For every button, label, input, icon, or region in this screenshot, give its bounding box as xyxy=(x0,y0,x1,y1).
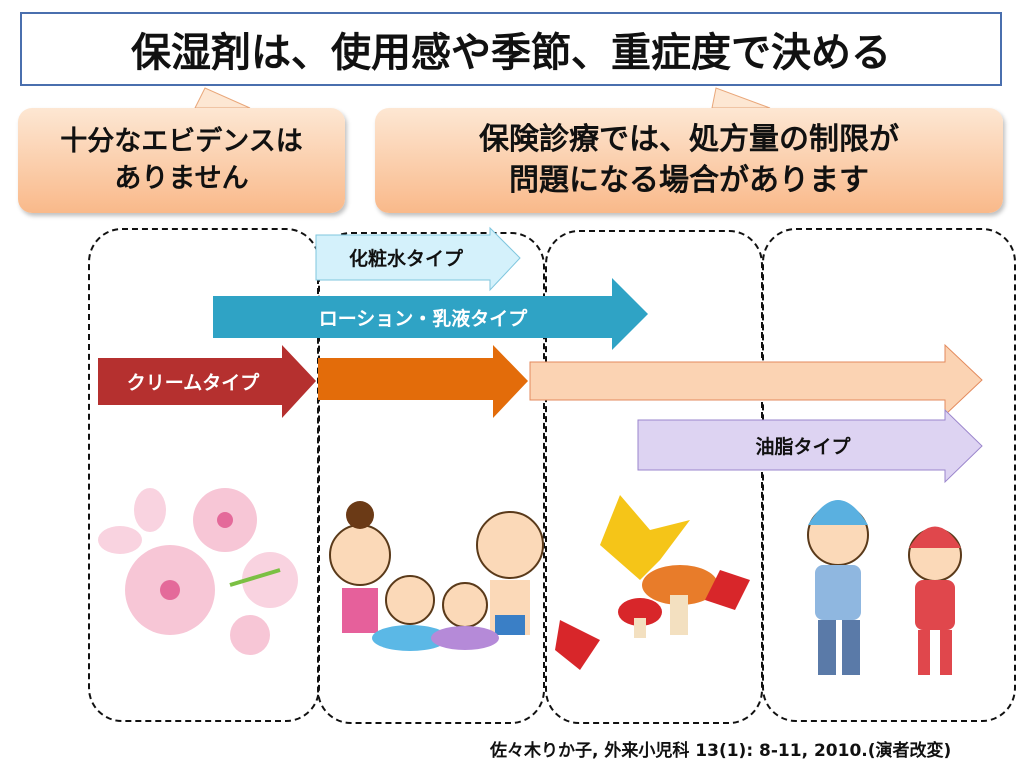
summer-family-illustration xyxy=(329,501,544,651)
autumn-leaves-illustration xyxy=(555,495,750,670)
winter-children-illustration xyxy=(807,500,962,675)
toner-arrow xyxy=(315,226,521,292)
callout-evidence: 十分なエビデンスはありません xyxy=(18,108,345,213)
season-box-winter xyxy=(762,228,1016,722)
orange-arrow xyxy=(318,345,528,418)
season-box-summer xyxy=(317,232,545,724)
peach-arrow xyxy=(529,343,983,417)
oil-arrow-label: 油脂タイプ xyxy=(755,435,851,458)
callout-text: 十分なエビデンスは xyxy=(60,126,303,158)
lotion-arrow-label: ローション・乳液タイプ xyxy=(318,307,528,330)
callout-text: ありません xyxy=(114,162,249,194)
cream-arrow-label: クリームタイプ xyxy=(126,372,260,394)
lotion-arrow xyxy=(213,278,648,350)
oil-arrow xyxy=(637,408,983,484)
slide-title: 保湿剤は、使用感や季節、重症度で決める xyxy=(20,12,1002,86)
cream-arrow xyxy=(98,345,316,418)
callout-text: 問題になる場合があります xyxy=(509,162,869,198)
callout-text: 保険診療では、処方量の制限が xyxy=(479,122,899,157)
toner-arrow-label: 化粧水タイプ xyxy=(348,248,463,270)
citation: 佐々木りか子, 外来小児科 13(1): 8-11, 2010.(演者改変) xyxy=(490,741,952,761)
callout-insurance: 保険診療では、処方量の制限が問題になる場合があります xyxy=(375,108,1003,213)
season-box-spring xyxy=(88,228,320,722)
cherry-blossom-illustration xyxy=(98,488,298,655)
